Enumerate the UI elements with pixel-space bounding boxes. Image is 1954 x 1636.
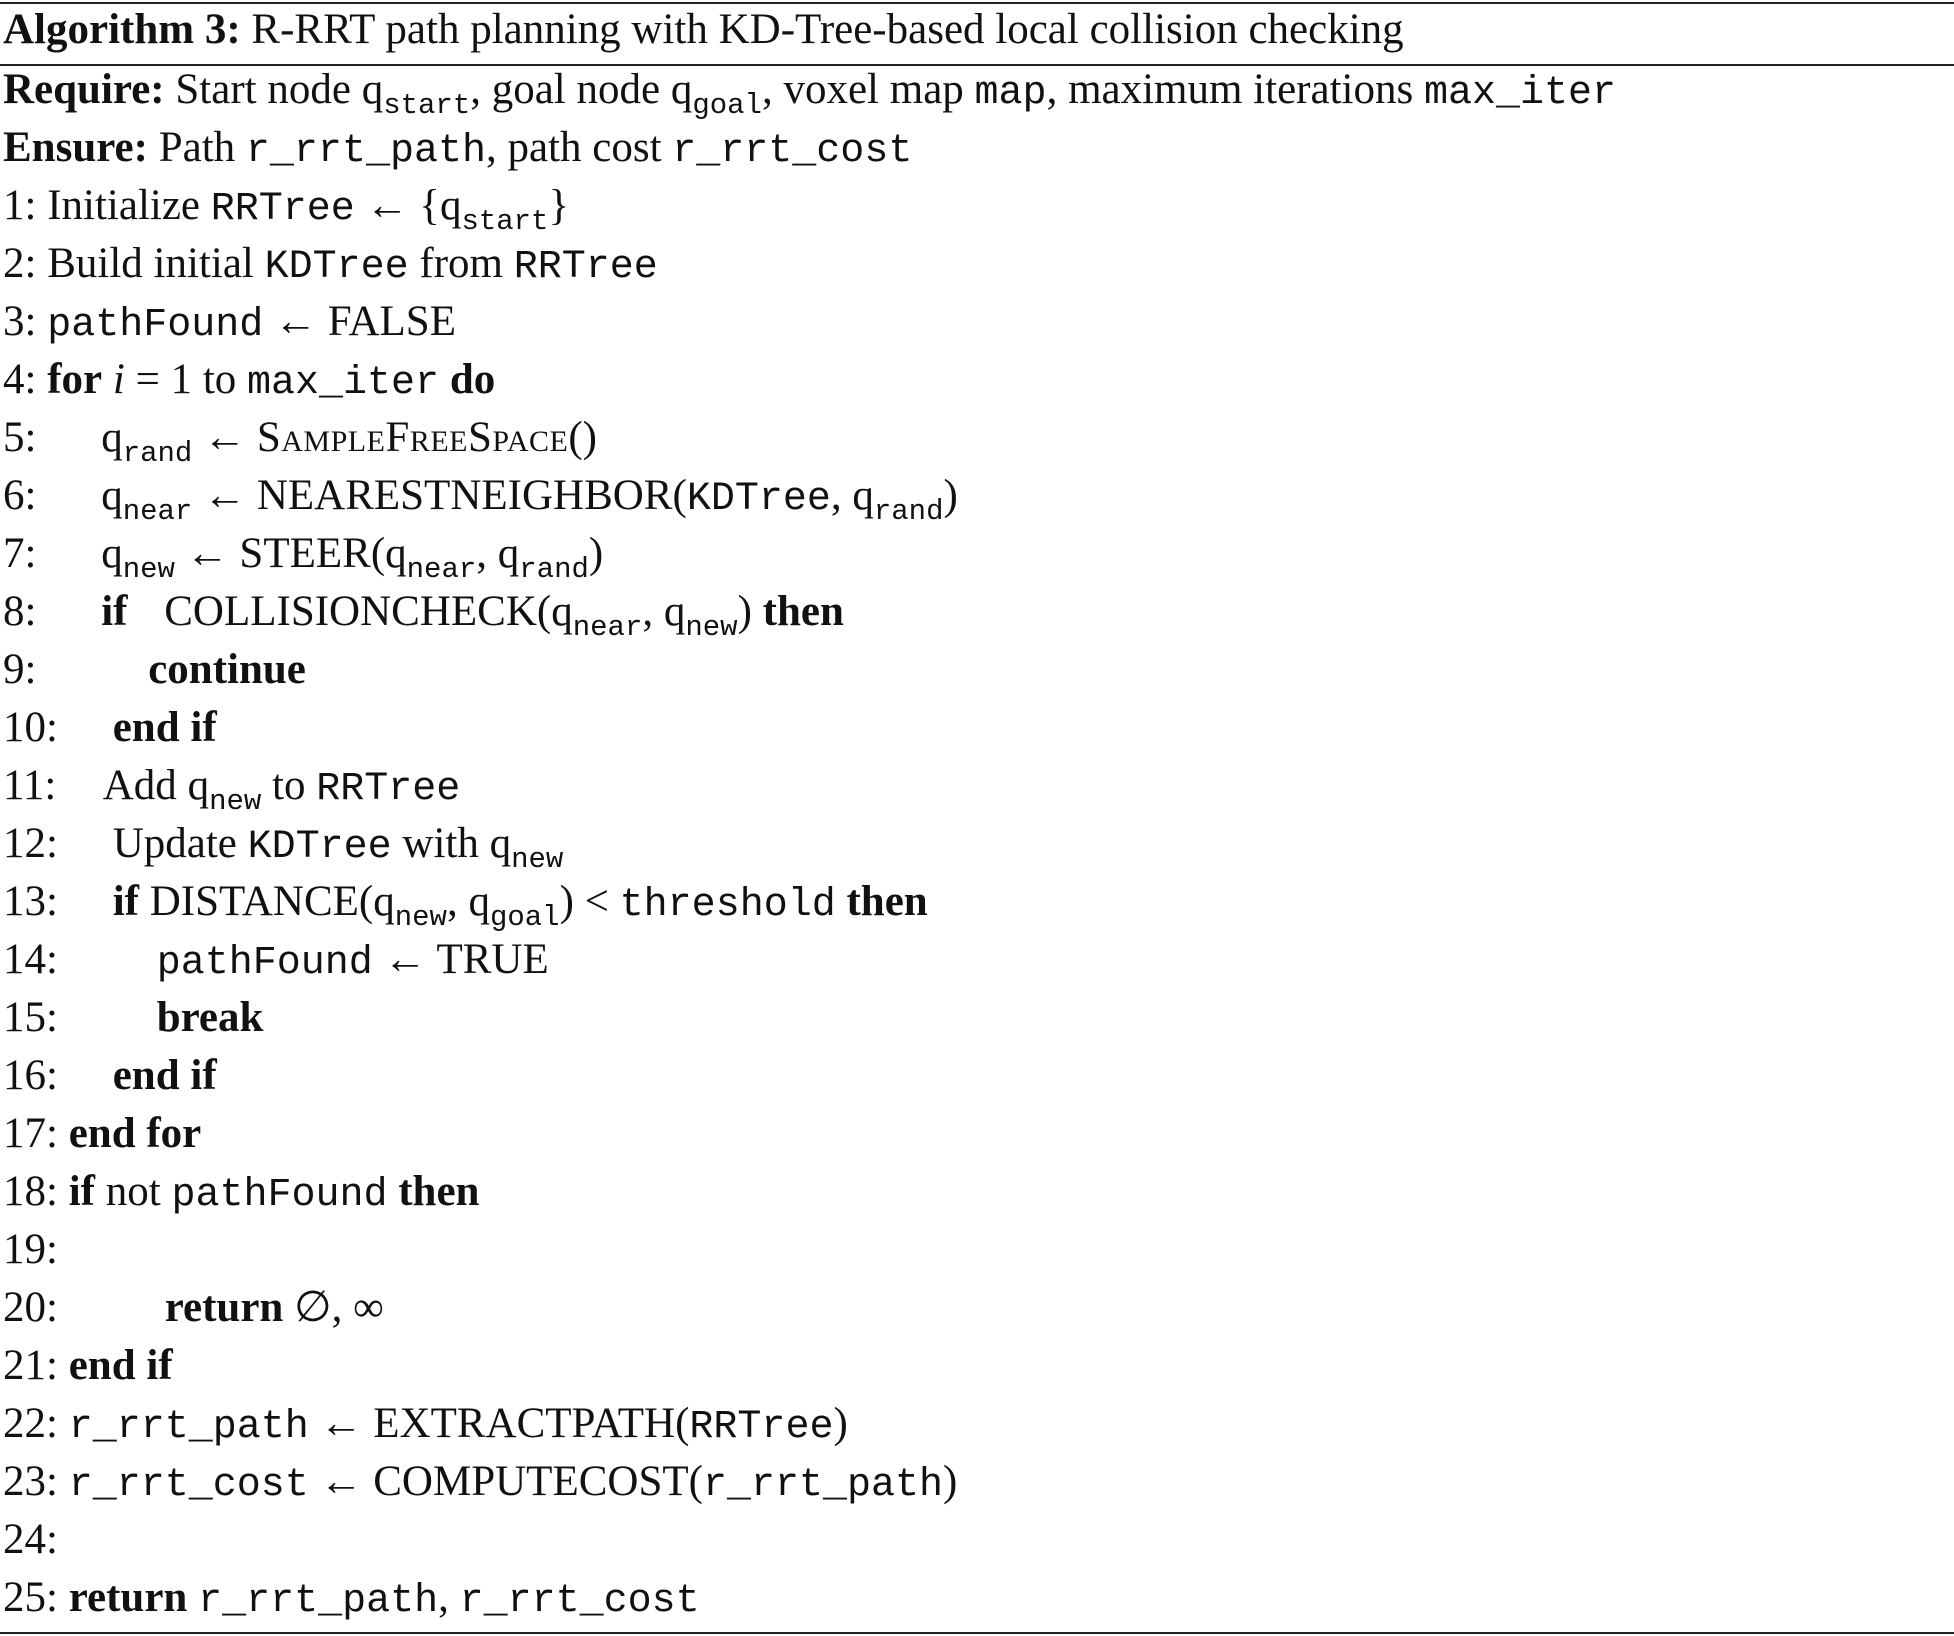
algo-line-5: 5: qrand ← SampleFreeSpace() — [3, 414, 597, 470]
algo-line-9: 9: continue — [3, 646, 306, 693]
algo-line-22: 22: r_rrt_path ← EXTRACTPATH(RRTree) — [3, 1400, 848, 1450]
algo-line-10: 10: end if — [3, 704, 217, 751]
algorithm-caption: Algorithm 3: R-RRT path planning with KD… — [3, 4, 1404, 56]
caption-rule — [0, 64, 1954, 66]
algo-line-2: 2: Build initial KDTree from RRTree — [3, 240, 658, 290]
algo-line-7: 7: qnew ← STEER(qnear, qrand) — [3, 530, 604, 586]
algo-line-8: 8: if COLLISIONCHECK(qnear, qnew) then — [3, 588, 844, 644]
algo-line-16: 16: end if — [3, 1052, 217, 1099]
algo-line-18: 18: if not pathFound then — [3, 1168, 480, 1218]
algo-line-6: 6: qnear ← NEARESTNEIGHBOR(KDTree, qrand… — [3, 472, 958, 528]
algo-line-21: 21: end if — [3, 1342, 173, 1389]
bottom-rule — [0, 1632, 1954, 1634]
algo-line-4: 4: for i = 1 to max_iter do — [3, 356, 496, 406]
algo-line-19: 19: — [3, 1226, 58, 1273]
ensure-line: Ensure: Path r_rrt_path, path cost r_rrt… — [3, 124, 913, 174]
algo-line-12: 12: Update KDTree with qnew — [3, 820, 564, 876]
algo-line-3: 3: pathFound ← FALSE — [3, 298, 456, 348]
algo-line-15: 15: break — [3, 994, 264, 1041]
algo-line-13: 13: if DISTANCE(qnew, qgoal) < threshold… — [3, 878, 928, 934]
algo-line-1: 1: Initialize RRTree ← {qstart} — [3, 182, 570, 238]
algo-line-20: 20: return ∅, ∞ — [3, 1284, 384, 1331]
algo-line-11: 11: Add qnew to RRTree — [3, 762, 461, 818]
require-line: Require: Start node qstart, goal node qg… — [3, 66, 1616, 122]
algo-line-24: 24: — [3, 1516, 58, 1563]
algo-line-17: 17: end for — [3, 1110, 202, 1157]
caption-label: Algorithm 3: — [3, 6, 241, 53]
top-rule — [0, 2, 1954, 4]
algo-line-14: 14: pathFound ← TRUE — [3, 936, 549, 986]
caption-title: R-RRT path planning with KD-Tree-based l… — [251, 6, 1404, 53]
algo-line-23: 23: r_rrt_cost ← COMPUTECOST(r_rrt_path) — [3, 1458, 958, 1508]
algo-line-25: 25: return r_rrt_path, r_rrt_cost — [3, 1574, 700, 1624]
